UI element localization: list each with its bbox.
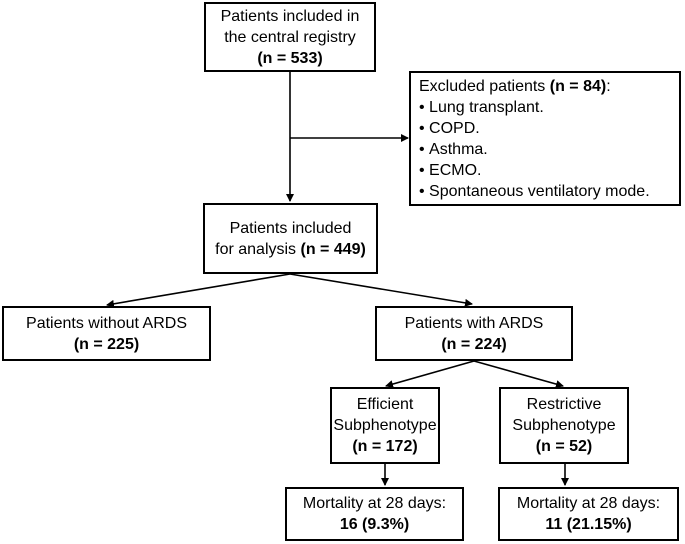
efficient-line1: Efficient: [356, 396, 414, 413]
excluded-count: (n = 84): [549, 77, 607, 95]
restrictive-box: Restrictive Subphenotype (n = 52): [499, 387, 629, 464]
efficient-line2: Subphenotype: [333, 417, 437, 434]
registry-line1: Patients included in: [220, 7, 360, 25]
mortality-efficient-label: Mortality at 28 days:: [302, 495, 447, 512]
arrow-to-without-ards: [106, 273, 291, 308]
arrow-to-with-ards: [289, 273, 473, 307]
excluded-box: Excluded patients (n = 84): • Lung trans…: [409, 71, 681, 206]
excluded-item: • Asthma.: [419, 140, 488, 158]
restrictive-count: (n = 52): [535, 438, 593, 455]
excluded-title: Excluded patients: [419, 77, 550, 95]
analysis-count: (n = 449): [300, 240, 366, 258]
mortality-efficient-box: Mortality at 28 days: 16 (9.3%): [285, 487, 464, 541]
efficient-count: (n = 172): [352, 438, 418, 455]
mortality-restrictive-label: Mortality at 28 days:: [516, 495, 661, 512]
without-ards-box: Patients without ARDS (n = 225): [2, 306, 211, 361]
mortality-restrictive-box: Mortality at 28 days: 11 (21.15%): [498, 487, 679, 541]
arrow-to-efficient: [385, 360, 475, 388]
analysis-line2: for analysis (n = 449): [215, 240, 366, 258]
with-ards-box: Patients with ARDS (n = 224): [375, 306, 573, 361]
with-ards-label: Patients with ARDS: [404, 314, 544, 332]
without-ards-label: Patients without ARDS: [26, 314, 187, 332]
restrictive-line1: Restrictive: [526, 396, 602, 413]
registry-line2: the central registry: [224, 28, 356, 46]
excluded-item: • ECMO.: [419, 161, 482, 179]
excluded-heading: Excluded patients (n = 84):: [419, 76, 611, 97]
registry-count: (n = 533): [257, 49, 323, 67]
restrictive-line2: Subphenotype: [512, 417, 616, 434]
mortality-restrictive-value: 11 (21.15%): [545, 516, 632, 533]
excluded-colon: :: [606, 77, 611, 95]
efficient-box: Efficient Subphenotype (n = 172): [330, 387, 440, 464]
with-ards-count: (n = 224): [441, 335, 507, 353]
registry-box: Patients included in the central registr…: [204, 2, 376, 72]
analysis-box: Patients included for analysis (n = 449): [203, 203, 378, 274]
analysis-line1: Patients included: [229, 219, 352, 237]
arrow-to-restrictive: [473, 360, 564, 388]
without-ards-count: (n = 225): [73, 335, 140, 353]
excluded-item: • COPD.: [419, 119, 480, 137]
excluded-item: • Spontaneous ventilatory mode.: [419, 182, 650, 200]
excluded-item: • Lung transplant.: [419, 98, 544, 116]
mortality-efficient-value: 16 (9.3%): [339, 516, 410, 533]
